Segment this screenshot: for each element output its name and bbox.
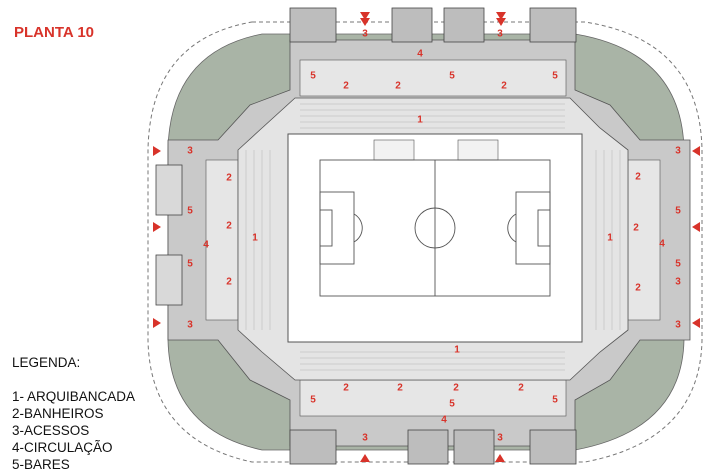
label-access: 3: [362, 433, 368, 444]
label-circulation: 4: [417, 49, 423, 60]
legend: LEGENDA: 1- ARQUIBANCADA 2-BANHEIROS 3-A…: [12, 354, 135, 473]
legend-item: 3-ACESSOS: [12, 423, 90, 438]
label-toilet: 2: [226, 221, 232, 232]
label-toilet: 2: [633, 223, 639, 234]
label-access: 3: [362, 29, 368, 40]
label-stand: 1: [252, 233, 258, 244]
label-access: 3: [187, 146, 193, 157]
label-toilet: 2: [518, 383, 524, 394]
legend-item: 5-BARES: [12, 457, 70, 472]
left-room-strip: [205, 159, 239, 321]
zone-labels: 3 3 4 5 2 2 5 2 5 1 3 2 5 2 4 1 5 2 3 3 …: [187, 29, 681, 444]
label-stand: 1: [607, 233, 613, 244]
label-toilet: 2: [395, 81, 401, 92]
label-access: 3: [187, 320, 193, 331]
bottom-room-strip: [299, 379, 567, 417]
bottom-entrances: [289, 429, 577, 465]
label-bar: 5: [449, 71, 455, 82]
plan-title: PLANTA 10: [14, 24, 95, 41]
label-toilet: 2: [453, 383, 459, 394]
label-toilet: 2: [397, 383, 403, 394]
roof-outline: [147, 21, 703, 463]
football-pitch: [319, 159, 551, 297]
legend-item: 1- ARQUIBANCADA: [12, 389, 136, 404]
label-access: 3: [675, 277, 681, 288]
label-bar: 5: [675, 206, 681, 217]
label-toilet: 2: [343, 81, 349, 92]
label-bar: 5: [187, 259, 193, 270]
legend-heading: LEGENDA:: [12, 355, 81, 370]
label-toilet: 2: [635, 283, 641, 294]
label-bar: 5: [675, 259, 681, 270]
right-room-strip: [627, 159, 661, 321]
label-toilet: 2: [501, 81, 507, 92]
legend-item: 4-CIRCULAÇÃO: [12, 440, 113, 455]
label-circulation: 4: [659, 239, 665, 250]
label-access: 3: [675, 320, 681, 331]
label-bar: 5: [449, 399, 455, 410]
label-bar: 5: [187, 206, 193, 217]
label-circulation: 4: [441, 415, 447, 426]
label-access: 3: [675, 146, 681, 157]
top-room-strip: [299, 59, 567, 97]
label-access: 3: [497, 29, 503, 40]
label-circulation: 4: [203, 240, 209, 251]
label-bar: 5: [552, 71, 558, 82]
left-entrances: [155, 164, 183, 306]
benches: [373, 139, 499, 161]
top-entrances: [289, 7, 577, 43]
label-toilet: 2: [635, 172, 641, 183]
label-access: 3: [497, 433, 503, 444]
label-stand: 1: [454, 345, 460, 356]
seating-rows: [245, 103, 621, 371]
legend-item: 2-BANHEIROS: [12, 406, 104, 421]
label-stand: 1: [417, 115, 423, 126]
label-bar: 5: [310, 71, 316, 82]
label-toilet: 2: [343, 383, 349, 394]
label-toilet: 2: [226, 173, 232, 184]
label-bar: 5: [552, 395, 558, 406]
label-toilet: 2: [226, 277, 232, 288]
access-arrows: [153, 12, 700, 462]
label-bar: 5: [310, 395, 316, 406]
